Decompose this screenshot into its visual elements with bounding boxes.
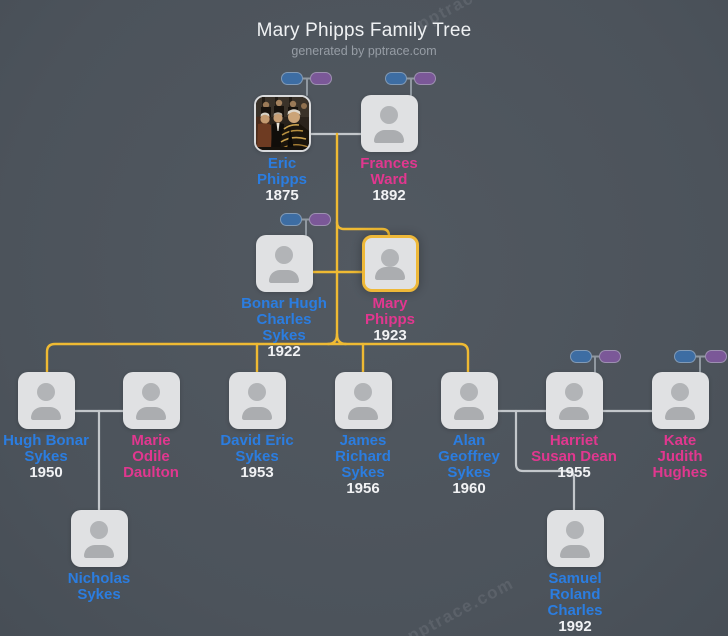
person-name: Kate Judith Hughes	[652, 432, 708, 481]
person-card[interactable]	[334, 372, 392, 429]
person-card[interactable]	[651, 372, 709, 429]
page-subtitle: generated by pptrace.com	[291, 44, 437, 58]
person-node-frances-ward[interactable]: Frances Ward 1892	[337, 95, 441, 204]
avatar-icon	[229, 372, 286, 429]
avatar-icon	[335, 372, 392, 429]
avatar-icon	[652, 372, 709, 429]
person-node-samuel-charles[interactable]: Samuel Roland Charles 1992	[523, 510, 627, 635]
person-card[interactable]	[255, 235, 313, 292]
person-card[interactable]	[545, 372, 603, 429]
avatar-icon	[546, 372, 603, 429]
person-card[interactable]	[70, 510, 128, 567]
person-year: 1960	[452, 480, 486, 497]
person-node-nicholas-sykes[interactable]: Nicholas Sykes	[47, 510, 151, 603]
person-name: Marie Odile Daulton	[123, 432, 179, 481]
avatar-icon	[18, 372, 75, 429]
person-name: Samuel Roland Charles	[547, 570, 603, 619]
mother-pill[interactable]	[705, 350, 727, 363]
person-name: Nicholas Sykes	[67, 570, 131, 603]
person-name: Harriet Susan Dean	[531, 432, 617, 465]
person-year: 1875	[265, 187, 299, 204]
person-name: David Eric Sykes	[220, 432, 294, 465]
person-name: Hugh Bonar Sykes	[3, 432, 89, 465]
avatar-icon	[361, 95, 418, 152]
person-card[interactable]	[17, 372, 75, 429]
avatar-icon	[547, 510, 604, 567]
avatar-icon	[441, 372, 498, 429]
person-name: Mary Phipps	[364, 295, 415, 328]
person-year: 1956	[346, 480, 380, 497]
person-name: James Richard Sykes	[335, 432, 391, 481]
person-name: Bonar Hugh Charles Sykes	[241, 295, 327, 344]
person-node-harriet-dean[interactable]: Harriet Susan Dean 1955	[522, 372, 626, 481]
avatar-icon	[71, 510, 128, 567]
person-card[interactable]	[546, 510, 604, 567]
father-pill[interactable]	[280, 213, 302, 226]
person-node-kate-hughes[interactable]: Kate Judith Hughes	[628, 372, 728, 481]
person-name: Frances Ward	[360, 155, 418, 188]
group-painting-icon	[255, 97, 309, 150]
person-card-highlighted[interactable]	[361, 235, 419, 292]
person-year: 1955	[557, 464, 591, 481]
person-card[interactable]	[228, 372, 286, 429]
person-node-james-sykes[interactable]: James Richard Sykes 1956	[311, 372, 415, 497]
person-year: 1953	[240, 464, 274, 481]
person-card[interactable]	[440, 372, 498, 429]
father-pill[interactable]	[674, 350, 696, 363]
avatar-icon	[365, 238, 416, 289]
person-node-mary-phipps[interactable]: Mary Phipps 1923	[338, 235, 442, 344]
person-year: 1922	[267, 343, 301, 360]
father-pill[interactable]	[570, 350, 592, 363]
person-node-david-sykes[interactable]: David Eric Sykes 1953	[205, 372, 309, 481]
person-year: 1892	[372, 187, 406, 204]
person-node-bonar-sykes[interactable]: Bonar Hugh Charles Sykes 1922	[232, 235, 336, 360]
person-photo[interactable]	[253, 95, 311, 152]
person-card[interactable]	[122, 372, 180, 429]
person-year: 1992	[558, 618, 592, 635]
person-node-eric-phipps[interactable]: Eric Phipps 1875	[230, 95, 334, 204]
person-node-hugh-sykes[interactable]: Hugh Bonar Sykes 1950	[0, 372, 98, 481]
person-year: 1923	[373, 327, 407, 344]
mother-pill[interactable]	[599, 350, 621, 363]
person-node-alan-sykes[interactable]: Alan Geoffrey Sykes 1960	[417, 372, 521, 497]
avatar-icon	[123, 372, 180, 429]
mother-pill[interactable]	[310, 72, 332, 85]
mother-pill[interactable]	[309, 213, 331, 226]
page-title: Mary Phipps Family Tree	[256, 20, 472, 41]
father-pill[interactable]	[281, 72, 303, 85]
father-pill[interactable]	[385, 72, 407, 85]
person-node-marie-daulton[interactable]: Marie Odile Daulton	[99, 372, 203, 481]
avatar-icon	[256, 235, 313, 292]
person-year: 1950	[29, 464, 63, 481]
person-card[interactable]	[360, 95, 418, 152]
person-name: Eric Phipps	[256, 155, 307, 188]
person-name: Alan Geoffrey Sykes	[438, 432, 500, 481]
mother-pill[interactable]	[414, 72, 436, 85]
